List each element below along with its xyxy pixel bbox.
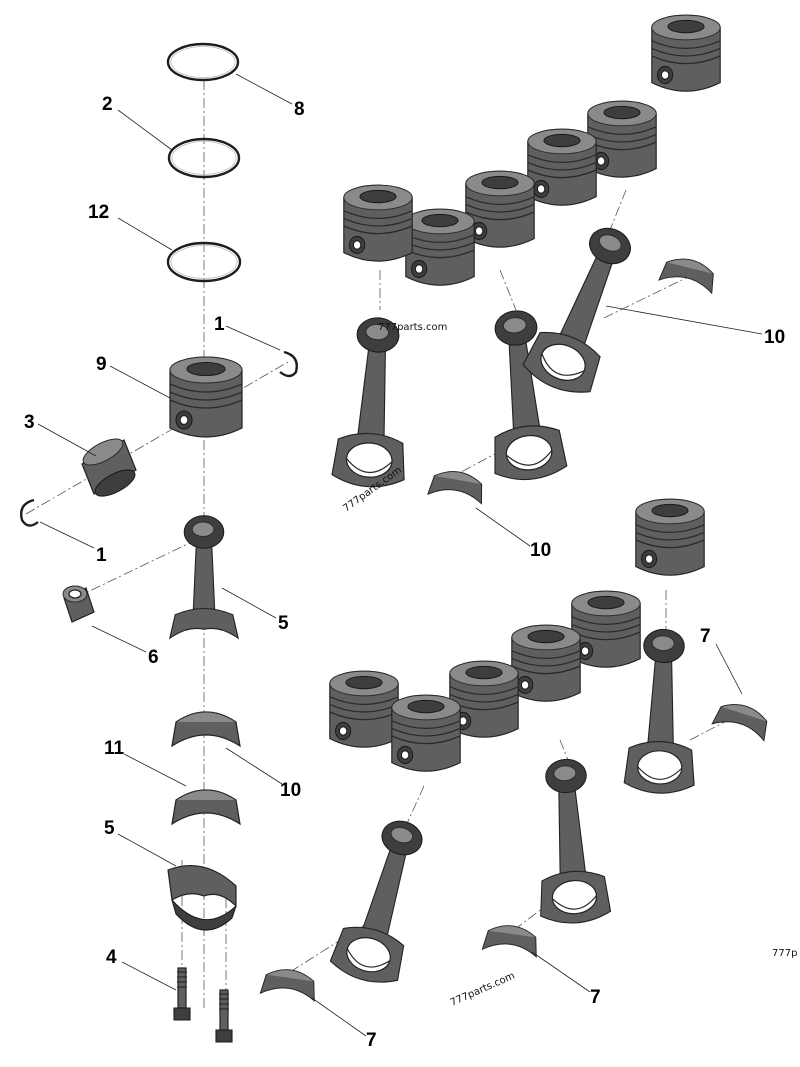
bearing-shell-l2 (481, 921, 541, 958)
callout-1-upper: 1 (214, 314, 225, 335)
left-exploded-stack (20, 42, 298, 1043)
bearing-shell-u1 (427, 466, 487, 505)
callout-10-upper-mid: 10 (530, 540, 551, 561)
callout-labels: 8 2 12 1 9 3 1 5 6 11 10 5 4 10 10 7 7 7 (24, 94, 785, 1051)
piston-l4 (511, 624, 581, 702)
piston-l6 (635, 498, 705, 576)
piston-u1 (343, 184, 413, 262)
rod-l2 (529, 756, 612, 926)
retaining-clip-left (20, 498, 39, 527)
piston (169, 356, 243, 438)
callout-11: 11 (104, 738, 125, 759)
watermark-1: 777parts.com (378, 322, 447, 333)
callout-9: 9 (96, 354, 107, 375)
rod-l3 (327, 811, 441, 990)
bearing-shell-lower (171, 789, 241, 825)
bearing-shell-u2 (658, 253, 719, 294)
callout-2: 2 (102, 94, 113, 115)
rod-bolt-left (173, 967, 191, 1021)
pin-axis (25, 361, 289, 515)
callout-10-left: 10 (280, 780, 301, 801)
callout-7-left: 7 (366, 1030, 377, 1051)
callout-10-upper-right: 10 (764, 327, 785, 348)
bearing-shell-upper (171, 711, 241, 747)
callout-1-lower: 1 (96, 545, 107, 566)
callout-7-right: 7 (700, 626, 711, 647)
bearing-shell-l1 (711, 697, 773, 742)
callout-6: 6 (148, 647, 159, 668)
piston-u2 (405, 208, 475, 286)
callout-8: 8 (294, 99, 305, 120)
piston-l1 (329, 670, 399, 748)
piston-u4 (527, 128, 597, 206)
rod-bushing (62, 585, 95, 623)
piston-u6 (651, 14, 721, 92)
oil-control-ring (166, 241, 242, 283)
piston-l2 (391, 694, 461, 772)
piston-u5 (587, 100, 657, 178)
callout-5-rod: 5 (278, 613, 289, 634)
callout-4: 4 (106, 947, 117, 968)
callout-7-mid: 7 (590, 987, 601, 1008)
rod-cap (167, 864, 237, 931)
callout-5-cap: 5 (104, 818, 115, 839)
rod-bolt-right (215, 989, 233, 1043)
rod-u3 (518, 216, 651, 402)
watermark-4: 777p (772, 948, 797, 959)
connecting-rod (168, 515, 240, 640)
callout-3: 3 (24, 412, 35, 433)
callout-12: 12 (88, 202, 109, 223)
bearing-shell-l3 (259, 965, 319, 1002)
piston-l5 (571, 590, 641, 668)
bushing-axis (74, 537, 201, 599)
leader-lines (37, 73, 763, 1037)
retaining-clip-right (279, 350, 298, 378)
piston-u3 (465, 170, 535, 248)
piston-pin (81, 438, 137, 497)
watermark-3: 777parts.com (449, 970, 517, 1008)
upper-cylinder-bank (330, 14, 721, 505)
rod-u1 (330, 314, 416, 490)
piston-ring-top (166, 42, 240, 82)
piston-ring-second (167, 137, 241, 179)
lower-cylinder-bank (259, 498, 773, 1002)
